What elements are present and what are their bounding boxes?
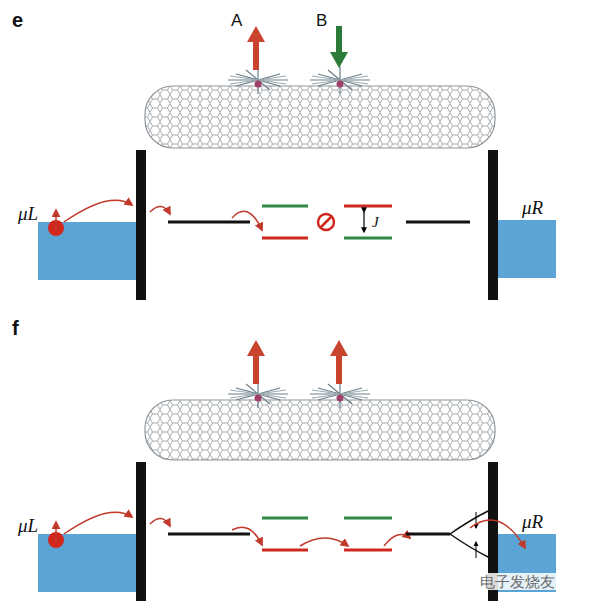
reservoir [498,220,556,278]
watermark: 电子发烧友 [478,573,557,590]
nanotube [145,400,495,460]
barrier [488,150,498,300]
potential-label: μL [18,204,38,223]
panel-letter: f [12,318,19,338]
nanotube [145,86,495,148]
molecule [310,66,370,94]
molecule-label: A [231,12,242,29]
barrier [136,150,146,300]
potential-label: μR [522,512,543,531]
potential-label: μL [18,516,38,535]
molecule-label: B [316,12,327,29]
molecule [310,380,370,408]
spin-down-arrow [330,26,348,68]
panel-letter: e [12,10,23,30]
molecule [228,66,288,94]
molecule [228,380,288,408]
potential-label: μR [522,198,543,217]
coupling-label: J [372,215,379,230]
spin-up-arrow [247,26,265,70]
